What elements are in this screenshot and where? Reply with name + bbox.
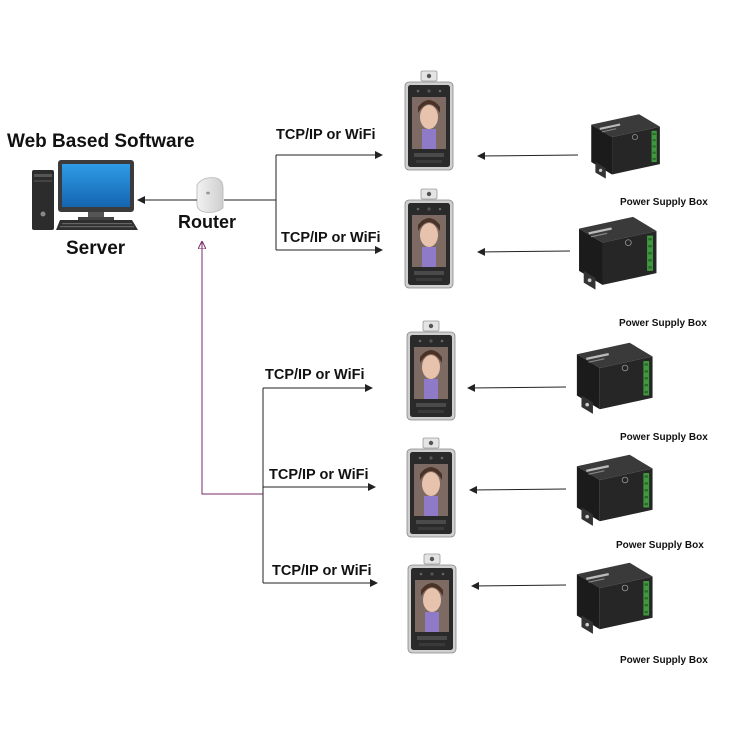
power-supply-box-icon	[578, 216, 657, 291]
power-supply-label: Power Supply Box	[616, 540, 704, 551]
link-label: TCP/IP or WiFi	[281, 230, 381, 246]
power-line-2	[477, 247, 571, 256]
power-line-5	[471, 581, 567, 590]
face-recognition-terminal-icon	[407, 553, 457, 654]
power-supply-box-icon	[576, 562, 653, 635]
face-recognition-terminal-icon	[404, 188, 454, 289]
link-label: TCP/IP or WiFi	[276, 127, 376, 143]
link-label: TCP/IP or WiFi	[269, 467, 369, 483]
link-label: TCP/IP or WiFi	[265, 367, 365, 383]
power-supply-box-icon	[590, 113, 661, 180]
power-line-3	[467, 383, 567, 392]
link-label: TCP/IP or WiFi	[272, 563, 372, 579]
server-label: Server	[66, 238, 126, 259]
power-line-1	[477, 151, 579, 160]
wifi-router-icon	[196, 177, 224, 213]
power-supply-label: Power Supply Box	[620, 432, 708, 443]
uplink-to-router-line	[202, 242, 263, 495]
power-supply-label: Power Supply Box	[620, 655, 708, 666]
power-supply-box-icon	[576, 454, 653, 527]
diagram-title: Web Based Software	[7, 131, 195, 152]
power-line-4	[469, 485, 567, 494]
power-supply-label: Power Supply Box	[619, 318, 707, 329]
face-recognition-terminal-icon	[406, 320, 456, 421]
power-supply-box-icon	[576, 342, 653, 415]
router-label: Router	[178, 212, 236, 232]
computer-tower-monitor-icon	[32, 160, 138, 230]
power-supply-label: Power Supply Box	[620, 197, 708, 208]
face-recognition-terminal-icon	[404, 70, 454, 171]
face-recognition-terminal-icon	[406, 437, 456, 538]
